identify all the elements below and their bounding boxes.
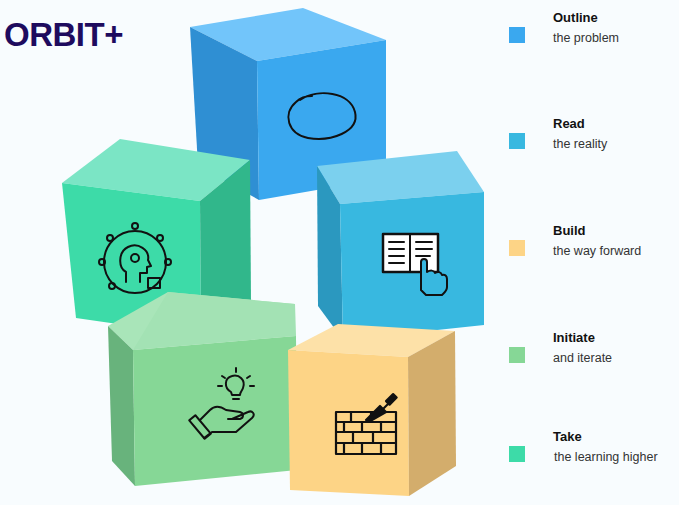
diagram-title: ORBIT+ <box>4 16 123 54</box>
legend-subtext: the reality <box>553 137 607 151</box>
legend-swatch <box>509 27 525 43</box>
legend-heading: Read <box>553 116 585 131</box>
legend-swatch <box>509 240 525 256</box>
legend-swatch <box>509 347 525 363</box>
legend-heading: Initiate <box>553 330 595 345</box>
legend-subtext: the way forward <box>553 244 641 258</box>
legend-subtext: and iterate <box>553 351 612 365</box>
legend-subtext: the problem <box>553 31 619 45</box>
legend-heading: Take <box>553 429 582 444</box>
legend-swatch <box>509 446 525 462</box>
legend-heading: Outline <box>553 10 598 25</box>
legend-swatch <box>509 133 525 149</box>
legend-heading: Build <box>553 223 586 238</box>
legend-subtext: the learning higher <box>554 450 658 464</box>
